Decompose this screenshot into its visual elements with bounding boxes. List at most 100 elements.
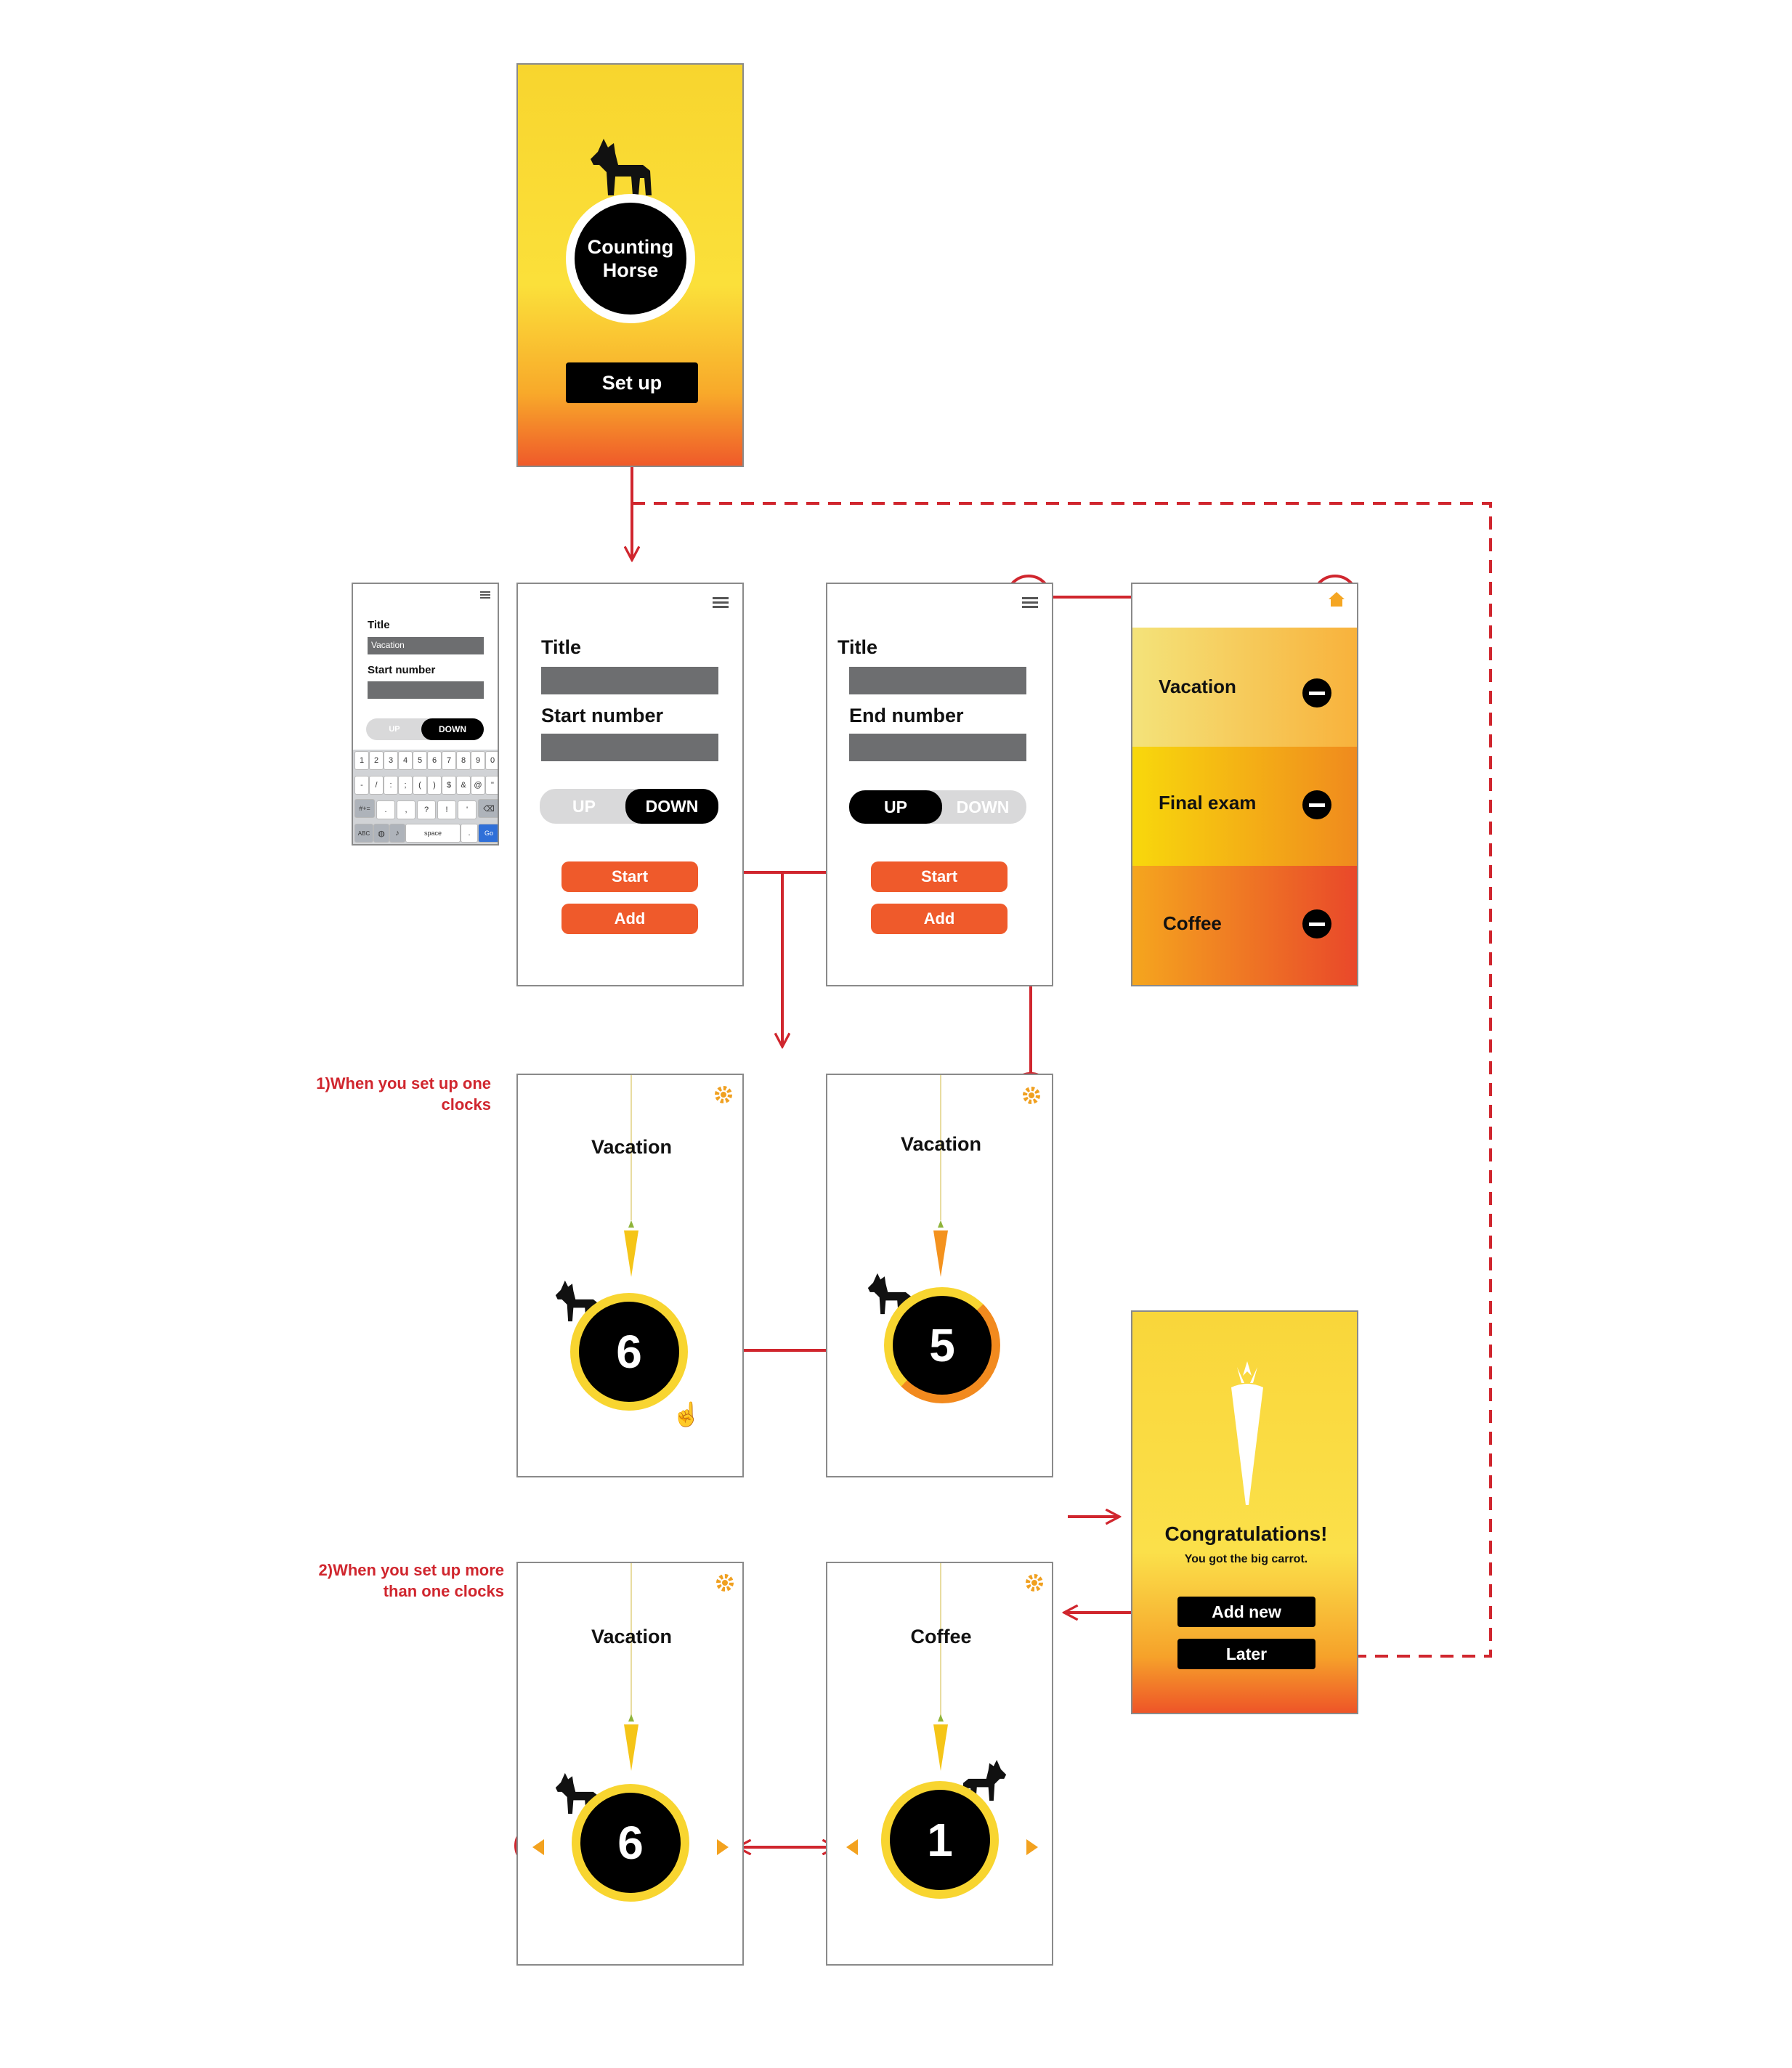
- arrow-left-icon[interactable]: [528, 1838, 548, 1857]
- setup-form-down-screen: Title Start number UP DOWN Start Add: [516, 583, 744, 986]
- keyboard-key[interactable]: &: [456, 776, 471, 795]
- keyboard-key[interactable]: 9: [471, 751, 485, 770]
- start-button[interactable]: Start: [871, 861, 1008, 892]
- start-button[interactable]: Start: [561, 861, 698, 892]
- keyboard-key[interactable]: 1: [354, 751, 369, 770]
- list-item[interactable]: Vacation: [1132, 628, 1357, 747]
- keyboard-key[interactable]: ": [485, 776, 498, 795]
- logo-line-1: Counting: [587, 235, 674, 258]
- keyboard-key[interactable]: .: [376, 800, 395, 819]
- later-button[interactable]: Later: [1177, 1639, 1315, 1669]
- add-button[interactable]: Add: [871, 904, 1008, 934]
- direction-toggle[interactable]: UP DOWN: [540, 789, 718, 824]
- keyboard-key[interactable]: ': [458, 800, 477, 819]
- start-number-field[interactable]: [541, 734, 718, 761]
- keyboard-key[interactable]: $: [442, 776, 456, 795]
- keyboard-key[interactable]: ;: [398, 776, 413, 795]
- direction-toggle[interactable]: UP DOWN: [366, 718, 484, 740]
- arrow-right-icon[interactable]: [713, 1838, 733, 1857]
- clock-title: Vacation: [591, 1626, 673, 1647]
- minus-icon[interactable]: [1302, 678, 1331, 707]
- keyboard-key[interactable]: :: [384, 776, 398, 795]
- title-field[interactable]: [849, 667, 1026, 694]
- keyboard-key[interactable]: 4: [398, 751, 413, 770]
- hamburger-icon[interactable]: [713, 597, 729, 609]
- key-delete[interactable]: ⌫: [478, 799, 498, 818]
- carrot-string: [631, 1075, 632, 1220]
- keyboard-key[interactable]: ): [427, 776, 442, 795]
- toggle-down[interactable]: DOWN: [956, 797, 1010, 816]
- keyboard-key[interactable]: -: [354, 776, 369, 795]
- direction-toggle[interactable]: UP DOWN: [849, 790, 1026, 824]
- keyboard-key[interactable]: 3: [384, 751, 398, 770]
- count-clock[interactable]: 6: [570, 1293, 688, 1411]
- clock-screen: Vacation 6: [516, 1562, 744, 1966]
- keyboard-key[interactable]: 2: [369, 751, 384, 770]
- toggle-up[interactable]: UP: [849, 790, 942, 824]
- start-number-field[interactable]: [368, 681, 484, 699]
- key-space[interactable]: space: [405, 824, 461, 843]
- keyboard-key[interactable]: 5: [413, 751, 427, 770]
- key-go[interactable]: Go: [478, 824, 498, 843]
- carrot-icon: [1231, 1361, 1263, 1505]
- start-number-label: Start number: [368, 664, 436, 676]
- gear-icon[interactable]: [1022, 1086, 1041, 1105]
- minus-icon[interactable]: [1302, 909, 1331, 938]
- globe-icon[interactable]: ◍: [373, 824, 389, 843]
- clock-title: Vacation: [900, 1133, 982, 1155]
- carrot-icon: [933, 1714, 948, 1771]
- keyboard-key[interactable]: ?: [417, 800, 436, 819]
- hand-pointer-icon: ☝: [672, 1401, 701, 1427]
- clock-title: Vacation: [591, 1136, 673, 1158]
- title-field[interactable]: [368, 637, 484, 654]
- horse-icon: [591, 139, 652, 195]
- count-clock[interactable]: 5: [884, 1287, 1000, 1403]
- microphone-icon[interactable]: ♪: [389, 824, 405, 843]
- add-new-button[interactable]: Add new: [1177, 1597, 1315, 1627]
- end-number-field[interactable]: [849, 734, 1026, 761]
- toggle-up[interactable]: UP: [572, 796, 596, 816]
- splash-screen: Counting Horse Set up: [516, 63, 744, 467]
- toggle-down[interactable]: DOWN: [625, 789, 718, 824]
- home-icon[interactable]: [1326, 588, 1347, 610]
- arrow-left-icon[interactable]: [842, 1838, 862, 1857]
- keyboard-key[interactable]: 8: [456, 751, 471, 770]
- keyboard-key[interactable]: 7: [442, 751, 456, 770]
- gear-icon[interactable]: [1025, 1573, 1044, 1592]
- key-abc[interactable]: ABC: [354, 824, 373, 843]
- list-item[interactable]: Final exam: [1132, 747, 1357, 866]
- hamburger-icon[interactable]: [480, 591, 490, 603]
- keyboard-key[interactable]: !: [437, 800, 456, 819]
- count-clock[interactable]: 1: [881, 1781, 999, 1899]
- gear-icon[interactable]: [715, 1573, 734, 1592]
- count-clock[interactable]: 6: [572, 1784, 689, 1902]
- keyboard-key[interactable]: 6: [427, 751, 442, 770]
- key-period[interactable]: .: [461, 824, 478, 843]
- logo-badge: Counting Horse: [566, 194, 695, 323]
- toggle-down[interactable]: DOWN: [421, 718, 484, 740]
- end-number-label: End number: [849, 705, 964, 726]
- annotation-more-clocks: 2)When you set up more than one clocks: [276, 1560, 504, 1602]
- add-button[interactable]: Add: [561, 904, 698, 934]
- minus-icon[interactable]: [1302, 790, 1331, 819]
- arrow-right-icon[interactable]: [1022, 1838, 1042, 1857]
- congratulations-title: Congratulations!: [1164, 1522, 1328, 1545]
- keyboard-key[interactable]: (: [413, 776, 427, 795]
- carrot-string: [940, 1563, 941, 1716]
- toggle-up[interactable]: UP: [389, 725, 400, 734]
- key-symbols[interactable]: #+=: [354, 799, 375, 818]
- title-label: Title: [541, 636, 582, 658]
- setup-button[interactable]: Set up: [566, 362, 698, 403]
- carrot-string: [940, 1075, 941, 1220]
- gear-icon[interactable]: [714, 1085, 733, 1104]
- keyboard-key[interactable]: ,: [397, 800, 415, 819]
- list-item[interactable]: Coffee: [1132, 866, 1357, 985]
- keyboard-key[interactable]: @: [471, 776, 485, 795]
- clock-screen: Vacation 5: [826, 1074, 1053, 1477]
- keyboard-key[interactable]: 0: [485, 751, 498, 770]
- title-field[interactable]: [541, 667, 718, 694]
- keyboard-key[interactable]: /: [369, 776, 384, 795]
- hamburger-icon[interactable]: [1022, 597, 1038, 609]
